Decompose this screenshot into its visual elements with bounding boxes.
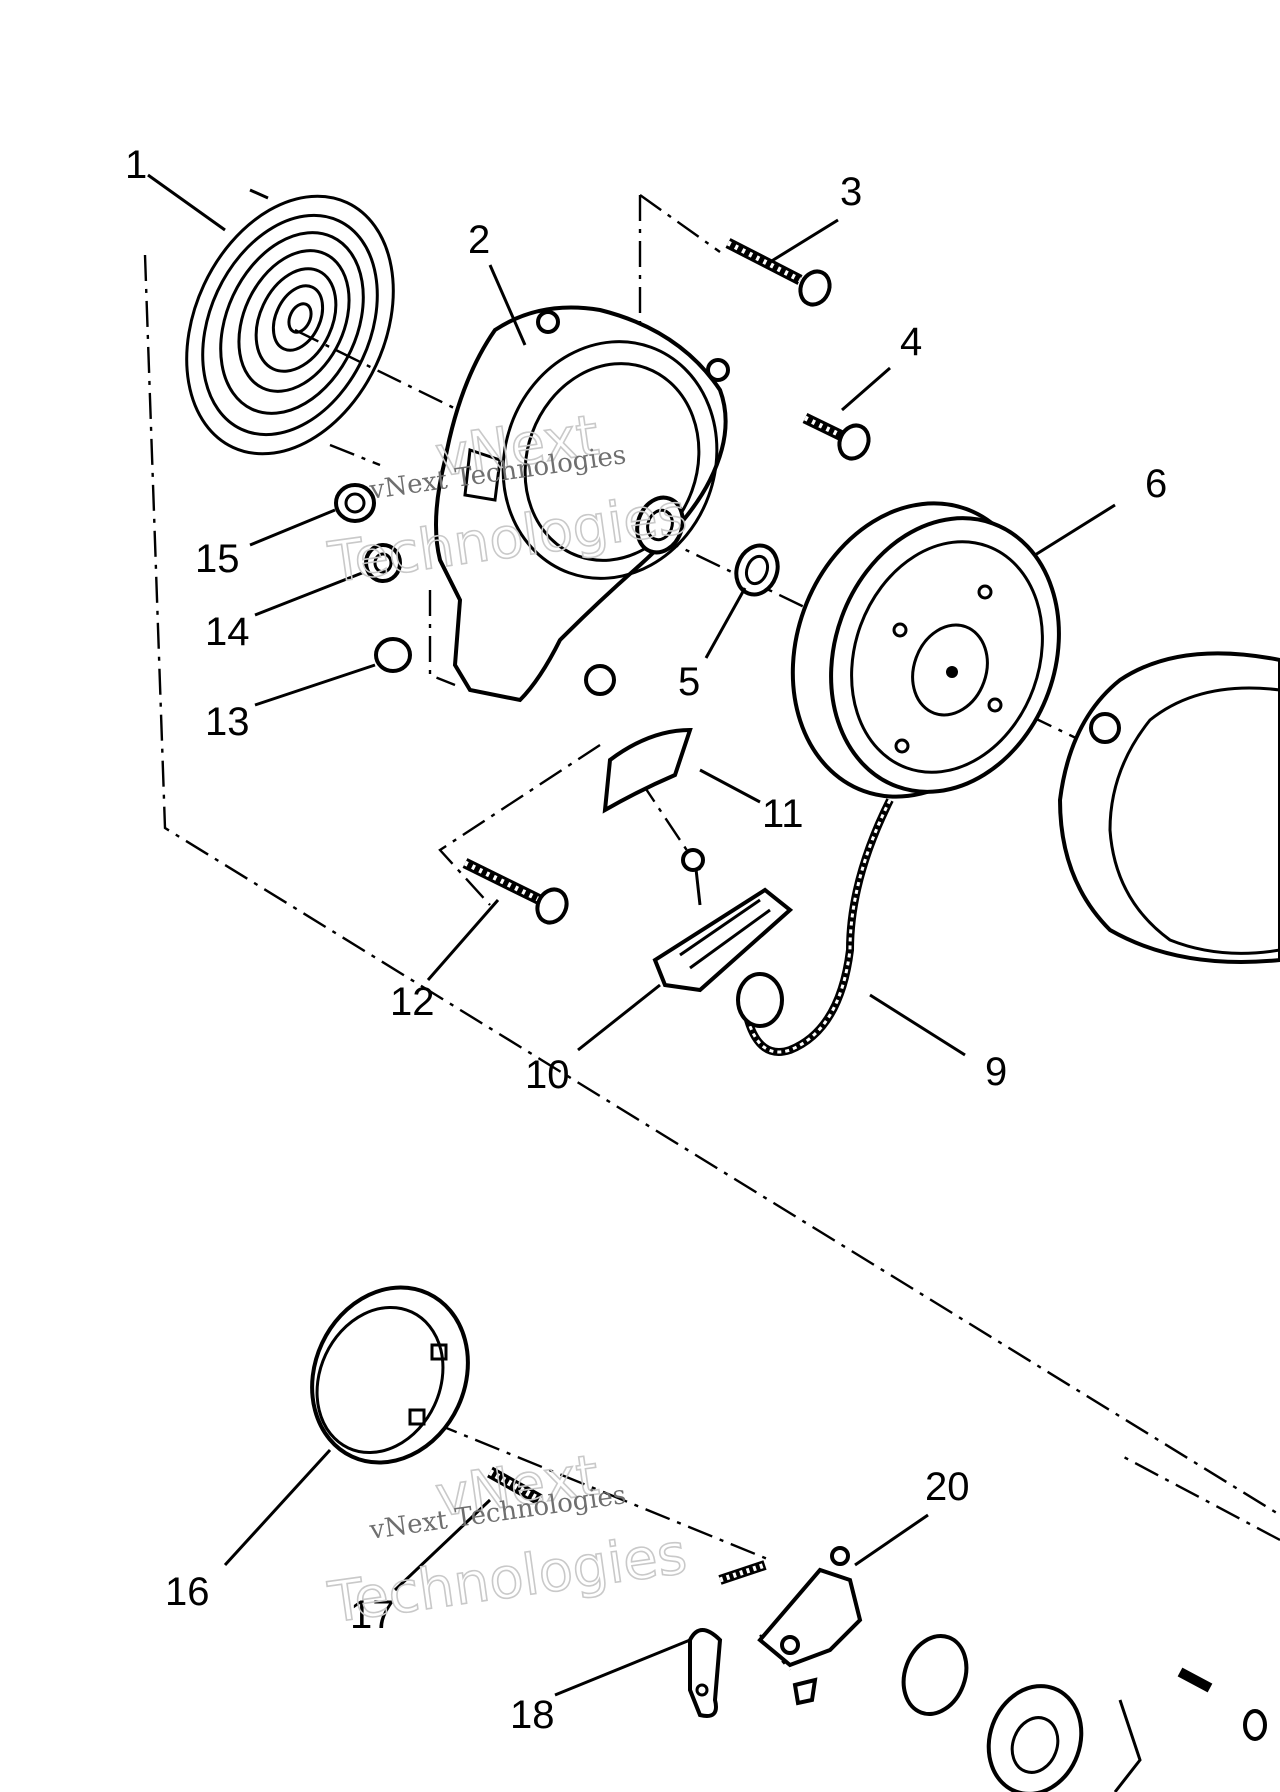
callout-11: 11 xyxy=(762,792,804,836)
seal-part xyxy=(734,543,780,597)
bolt-3-part xyxy=(725,238,832,307)
starter-handle-part xyxy=(652,848,794,1028)
bushing-13-part xyxy=(374,637,412,673)
callout-12: 12 xyxy=(390,980,435,1024)
callout-13: 13 xyxy=(205,700,250,744)
bottom-parts xyxy=(901,1634,1267,1792)
callout-4: 4 xyxy=(900,320,922,364)
starter-housing-part xyxy=(434,305,730,703)
washer-15-part xyxy=(334,483,376,523)
callout-18: 18 xyxy=(510,1693,555,1737)
callout-2: 2 xyxy=(468,218,490,262)
callout-6: 6 xyxy=(1145,462,1167,506)
starter-cover-part xyxy=(1057,651,1280,964)
spring-17-part xyxy=(487,1466,767,1585)
callout-17: 17 xyxy=(350,1593,395,1637)
callout-20: 20 xyxy=(925,1465,970,1509)
plate-part xyxy=(602,727,693,814)
leader-lines xyxy=(147,173,1116,1697)
callout-10: 10 xyxy=(525,1053,570,1097)
drive-cup-part xyxy=(310,1285,470,1465)
callout-9: 9 xyxy=(985,1050,1007,1094)
callout-15: 15 xyxy=(195,537,240,581)
pawl-18-part xyxy=(688,1628,723,1718)
callout-16: 16 xyxy=(165,1570,210,1614)
bolt-12-part xyxy=(462,858,569,925)
callout-14: 14 xyxy=(205,610,250,654)
lever-20-part xyxy=(757,1546,863,1706)
starter-rope-part xyxy=(744,798,894,1056)
callout-5: 5 xyxy=(678,660,700,704)
pulley-part xyxy=(790,501,1061,799)
callout-1: 1 xyxy=(125,143,147,187)
bolt-4-part xyxy=(802,413,871,461)
nut-14-part xyxy=(364,543,402,583)
callout-labels: 1 2 3 4 5 6 9 10 11 12 13 14 15 16 17 18… xyxy=(125,143,1167,1737)
recoil-spring-part xyxy=(185,188,395,456)
callout-3: 3 xyxy=(840,170,862,214)
